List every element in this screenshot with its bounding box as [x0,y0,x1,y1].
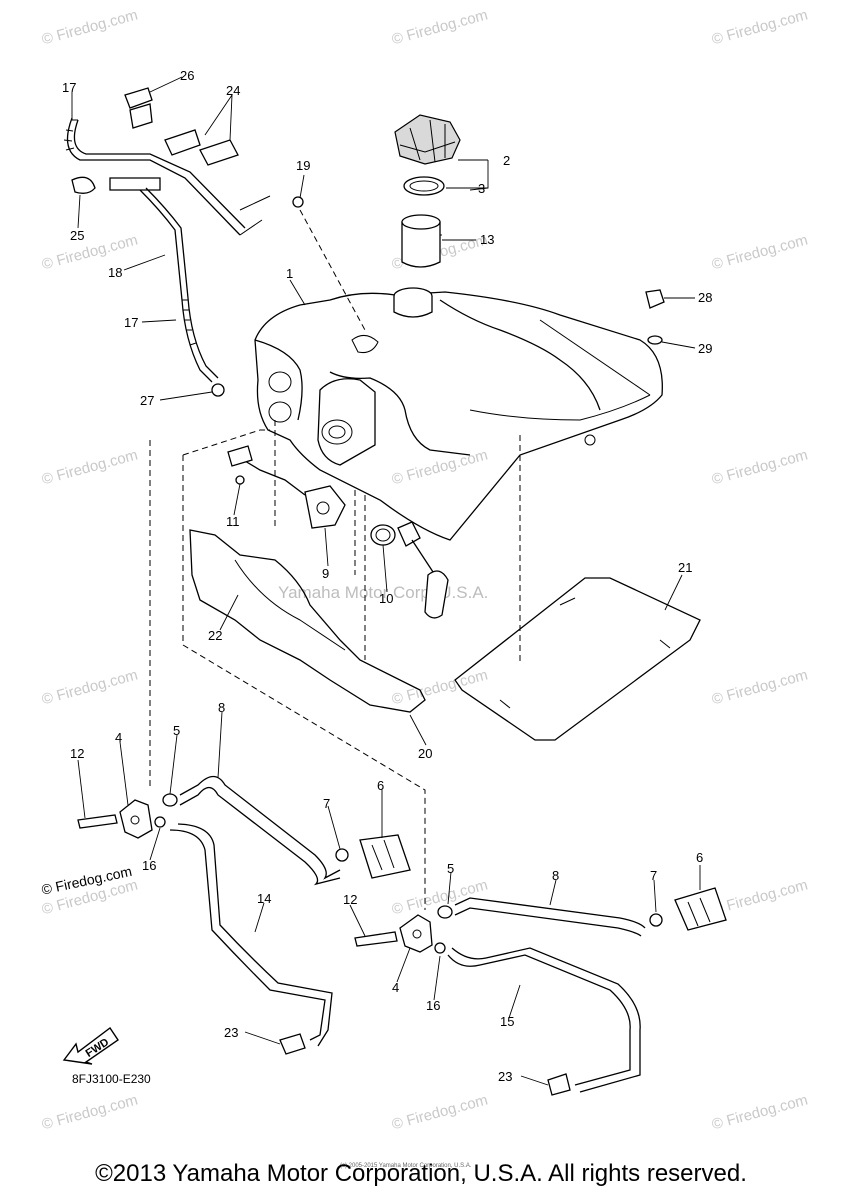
callout-7a: 7 [323,796,330,811]
callout-9: 9 [322,566,329,581]
fuel-tank [254,287,663,541]
callout-20: 20 [418,746,432,761]
fuel-cock-right [354,887,727,1096]
callout-16b: 16 [426,998,440,1013]
callout-26: 26 [180,68,194,83]
callout-4a: 4 [115,730,122,745]
heat-guard-21 [454,577,701,741]
callout-16a: 16 [142,858,156,873]
copyright-notice: ©2013 Yamaha Motor Corporation, U.S.A. A… [95,1160,747,1187]
callout-13: 13 [480,232,494,247]
callout-22: 22 [208,628,222,643]
callout-24: 24 [226,83,240,98]
cap-gasket [403,176,445,196]
fuel-sender-unit [227,445,449,619]
callout-8a: 8 [218,700,225,715]
callout-15: 15 [500,1014,514,1029]
callout-3: 3 [478,181,485,196]
diagram-code: 8FJ3100-E230 [72,1072,151,1086]
filter-strainer [401,214,441,268]
callout-23b: 23 [498,1069,512,1084]
callout-5b: 5 [447,861,454,876]
callout-2: 2 [503,153,510,168]
callout-23a: 23 [224,1025,238,1040]
vent-hoses [63,117,271,383]
callout-17b: 17 [124,315,138,330]
callout-14: 14 [257,891,271,906]
callout-10: 10 [379,591,393,606]
callout-28: 28 [698,290,712,305]
callout-1: 1 [286,266,293,281]
fuel-cock-left [77,775,411,1055]
fuel-cap [394,114,461,165]
callout-29: 29 [698,341,712,356]
rubber-cap [645,289,665,345]
callout-7b: 7 [650,868,657,883]
forward-arrow-icon: FWD [62,1026,119,1065]
callout-25: 25 [70,228,84,243]
callout-18: 18 [108,265,122,280]
assembly-lines [149,209,521,910]
heat-guard-20 [189,529,426,713]
callout-12b: 12 [343,892,357,907]
fine-print: (c) 2005-2015 Yamaha Motor Corporation, … [340,1163,472,1169]
callout-17a: 17 [62,80,76,95]
callout-4b: 4 [392,980,399,995]
callout-12a: 12 [70,746,84,761]
callout-8b: 8 [552,868,559,883]
callout-11: 11 [226,514,240,529]
callout-27: 27 [140,393,154,408]
callout-5a: 5 [173,723,180,738]
callout-6b: 6 [696,850,703,865]
callout-21: 21 [678,560,692,575]
callout-19: 19 [296,158,310,173]
leader-lines [71,76,701,1086]
callout-6a: 6 [377,778,384,793]
callouts: 1 2 3 4 4 5 5 6 6 7 7 8 8 9 10 11 12 12 … [62,68,712,1084]
hose-clips [71,87,304,397]
